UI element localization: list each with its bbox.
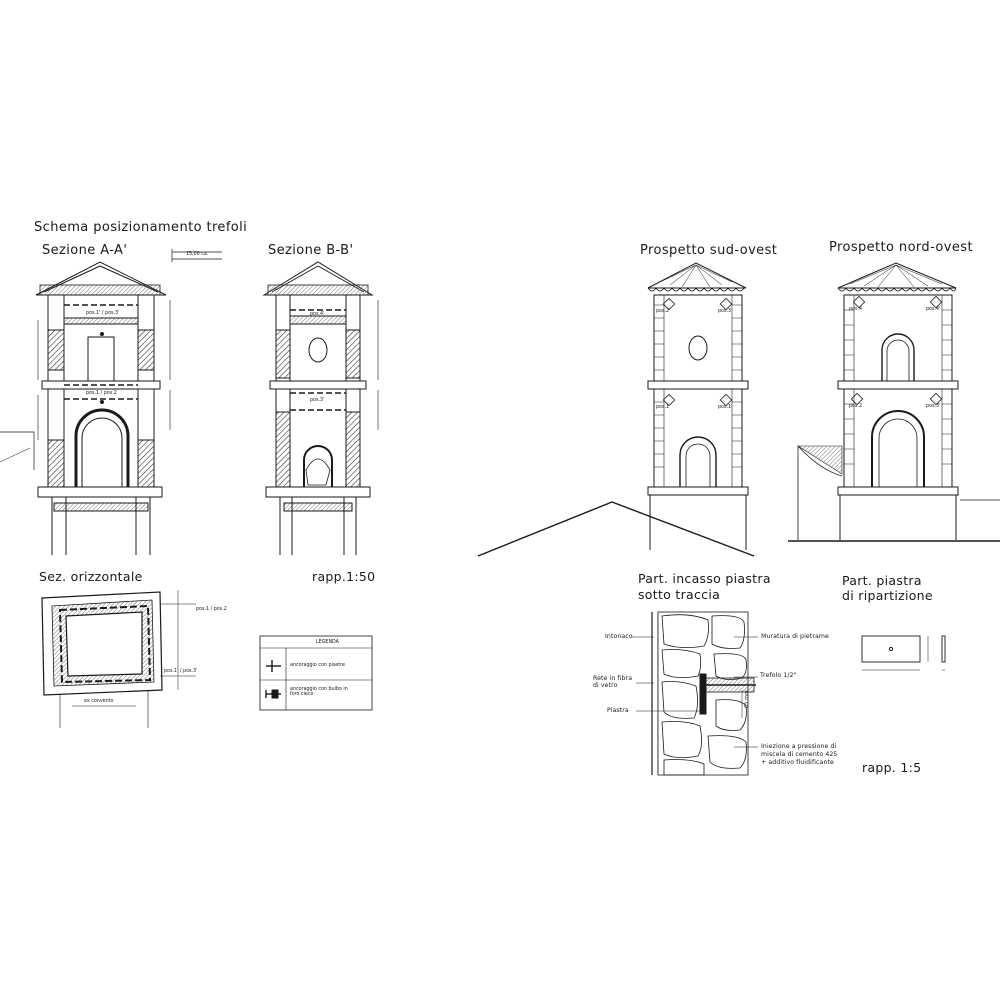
- sezione-bb-title: Sezione B-B': [268, 243, 354, 258]
- section-bb-drawing: [262, 261, 379, 555]
- tag-pos2-aa: pos.1 / pos.2: [86, 391, 117, 396]
- tag-so-pos1p: pos.1': [718, 405, 733, 410]
- dimension-note: 15,00 ca.: [186, 252, 209, 257]
- tag-so-pos2: pos.2: [656, 309, 670, 314]
- label-muratura: Muratura di pietrame: [761, 633, 829, 640]
- tag-pos1-aa: pos.1' / pos.3': [86, 311, 120, 316]
- part-incasso-title-2: sotto traccia: [638, 587, 721, 602]
- scale-1-5: rapp. 1:5: [862, 760, 922, 775]
- detail-distribution-plate: [861, 635, 946, 671]
- part-piastra-title-2: di ripartizione: [842, 588, 933, 603]
- tag-no-pos2: pos.2: [849, 404, 863, 409]
- section-aa-drawing: [0, 261, 171, 555]
- dimension-15: [171, 249, 222, 262]
- legend-box: [259, 635, 373, 711]
- tag-no-pos4: pos.4: [849, 307, 863, 312]
- part-incasso-title-1: Part. incasso piastra: [638, 571, 771, 586]
- tag-no-pos4p: pos.4': [926, 307, 941, 312]
- tag-pos2-bb: pos.3': [310, 398, 325, 403]
- schema-title: Schema posizionamento trefoli: [34, 220, 248, 235]
- label-iniezione-2: miscela di cemento 425: [761, 751, 838, 758]
- tag-pos1-bb: pos.4': [310, 312, 325, 317]
- label-trefolo: Trefolo 1/2": [760, 672, 797, 679]
- prospetto-nord-ovest-title: Prospetto nord-ovest: [829, 240, 973, 255]
- dim-65mm: 65 mm.: [744, 688, 750, 708]
- label-iniezione-3: + additivo fluidificante: [761, 759, 834, 766]
- label-rete: Rete in fibra di vetro: [593, 675, 633, 690]
- tag-horiz-right-2: pos.1' / pos.3': [164, 669, 198, 674]
- elevation-north-west: [788, 262, 1000, 542]
- tag-horiz-bottom: ex convento: [84, 699, 114, 704]
- scale-1-50: rapp.1:50: [312, 569, 376, 584]
- detail-plate-recess: 65 mm.: [632, 611, 758, 776]
- label-piastra: Piastra: [607, 707, 629, 714]
- tag-horiz-right-1: pos.1 / pos.2: [196, 607, 227, 612]
- prospetto-sud-ovest-title: Prospetto sud-ovest: [640, 243, 778, 258]
- part-piastra-title-1: Part. piastra: [842, 573, 922, 588]
- legend-item-1: ancoraggio con piastre: [290, 663, 345, 668]
- label-intonaco: Intonaco: [605, 633, 633, 640]
- label-iniezione-1: Iniezione a pressione di: [761, 743, 837, 750]
- tag-so-pos1: pos.1: [656, 405, 670, 410]
- legend-item-2: ancoraggio con bulbo in foro cieco: [290, 687, 348, 697]
- sezione-aa-title: Sezione A-A': [42, 243, 128, 258]
- tag-no-pos3p: pos.3': [926, 404, 941, 409]
- legend-title: LEGENDA: [316, 640, 339, 645]
- horizontal-section-drawing: [41, 590, 196, 728]
- tag-so-pos3: pos.3: [718, 309, 732, 314]
- elevation-south-west: [477, 262, 755, 557]
- sez-orizzontale-title: Sez. orizzontale: [39, 569, 143, 584]
